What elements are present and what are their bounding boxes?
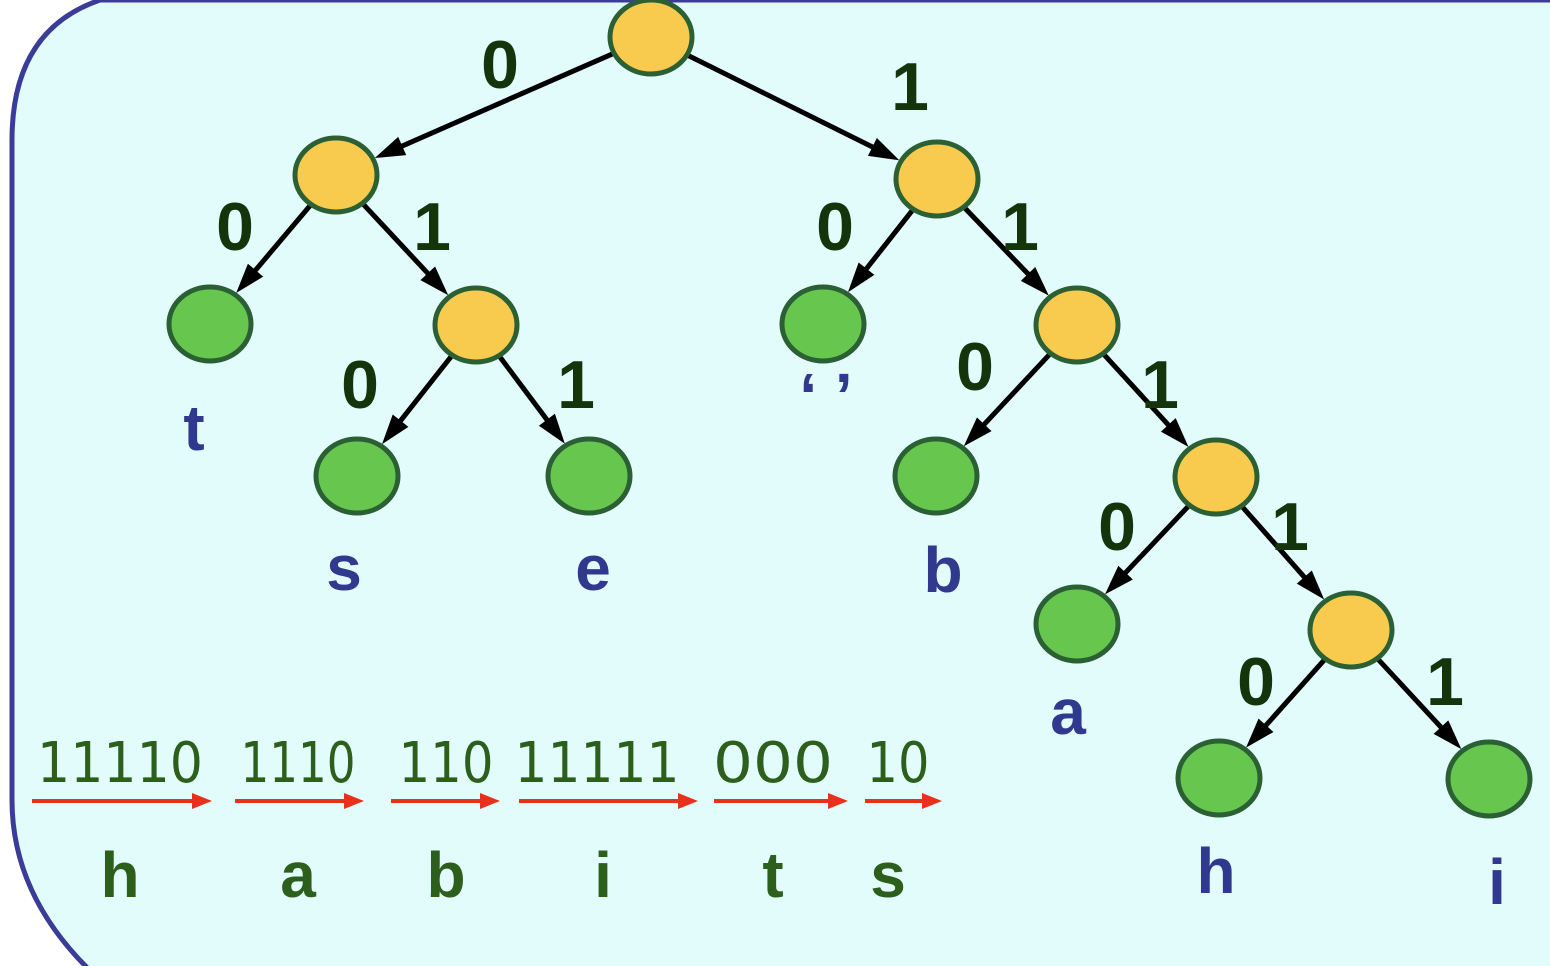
decoded-letter-0: h — [100, 839, 139, 911]
edge-arrowhead — [1020, 267, 1049, 296]
tree-edge — [962, 205, 1034, 280]
leaf-node-e — [545, 436, 633, 516]
code-segment-0: 11110 — [37, 731, 203, 796]
code-segment-2: 110 — [399, 731, 494, 796]
leaf-label-a: a — [1050, 676, 1086, 748]
edge-arrowhead — [236, 263, 264, 294]
leaf-labels: t s e ‘ ’ b a h i — [183, 360, 1506, 918]
decode-arrowhead-4 — [828, 793, 848, 809]
edge-arrowhead — [867, 137, 900, 161]
tree-edge — [1260, 657, 1328, 732]
edge-label-root-n1: 1 — [891, 49, 929, 125]
edge-arrowhead — [1160, 418, 1189, 447]
leaf-label-i: i — [1488, 846, 1506, 918]
decoded-message: 11110 h 1110 a 110 b 11111 i 000 t 10 s — [32, 731, 942, 911]
edge-arrowhead — [847, 262, 875, 293]
internal-node-n01 — [432, 285, 520, 365]
decoded-letter-4: t — [762, 839, 783, 911]
decode-arrowhead-3 — [678, 793, 698, 809]
tree-edge — [249, 202, 314, 277]
edge-label-n111-a: 0 — [1098, 489, 1136, 565]
tree-edge — [360, 201, 434, 280]
leaf-label-t: t — [183, 392, 204, 464]
leaf-node-i — [1445, 739, 1533, 819]
code-segment-4: 000 — [713, 731, 833, 796]
decode-arrowhead-0 — [192, 793, 212, 809]
tree-edge — [860, 207, 916, 275]
leaf-label-h: h — [1196, 835, 1235, 907]
tree-nodes — [166, 0, 1533, 819]
decode-arrowhead-1 — [344, 793, 364, 809]
tree-edge — [1375, 656, 1447, 734]
edge-arrowhead — [1246, 718, 1274, 748]
tree-edge — [496, 354, 553, 427]
tree-edge — [1101, 351, 1175, 431]
internal-node-n111 — [1172, 437, 1260, 517]
tree-edge — [978, 351, 1053, 431]
edge-arrowhead — [374, 136, 407, 159]
decode-arrowhead-5 — [922, 793, 942, 809]
leaf-node-t — [166, 284, 254, 364]
edge-label-n1111-i: 1 — [1426, 644, 1464, 720]
tree-edge — [395, 50, 616, 151]
edge-arrowhead — [420, 266, 449, 296]
edge-arrowhead — [963, 417, 992, 447]
edge-label-root-n0: 0 — [481, 27, 519, 103]
edge-label-n11-n111: 1 — [1141, 347, 1179, 423]
internal-node-n0 — [292, 135, 380, 215]
edge-arrowhead — [1296, 570, 1325, 600]
edge-label-n0-t: 0 — [216, 189, 254, 265]
leaf-node-h — [1175, 738, 1263, 818]
leaf-node-b — [892, 436, 980, 516]
edge-arrowhead — [538, 413, 565, 444]
decode-arrowhead-2 — [480, 793, 500, 809]
internal-node-n1 — [893, 139, 981, 219]
edge-label-n111-n1111: 1 — [1271, 489, 1309, 565]
leaf-label-e: e — [575, 532, 611, 604]
edge-arrowhead — [1433, 720, 1462, 750]
edge-label-n1-n11: 1 — [1001, 189, 1039, 265]
decoded-letter-5: s — [870, 839, 906, 911]
code-segment-5: 10 — [867, 731, 930, 796]
internal-node-n1111 — [1307, 590, 1395, 670]
tree-edge — [394, 353, 455, 427]
edge-label-n11-b: 0 — [956, 329, 994, 405]
edge-arrowhead — [382, 414, 409, 445]
decoded-letter-1: a — [280, 839, 316, 911]
decoded-letter-3: i — [594, 839, 612, 911]
leaf-node-space — [779, 284, 867, 364]
edge-label-n01-e: 1 — [557, 347, 595, 423]
tree-edge — [1239, 504, 1311, 584]
tree-edge — [1119, 503, 1192, 579]
leaf-node-s — [313, 436, 401, 516]
internal-node-n11 — [1033, 285, 1121, 365]
code-segment-1: 1110 — [241, 731, 356, 796]
leaf-node-a — [1033, 584, 1121, 664]
internal-node-root — [607, 0, 695, 77]
tree-edges — [236, 50, 1462, 750]
edge-arrowhead — [1104, 565, 1133, 595]
decoded-letter-2: b — [426, 839, 465, 911]
edge-label-n1-space: 0 — [816, 189, 854, 265]
rounded-frame — [9, 0, 1550, 966]
edge-label-n1111-h: 0 — [1237, 644, 1275, 720]
tree-edge — [685, 52, 879, 152]
leaf-label-b: b — [923, 534, 962, 606]
code-segment-3: 11111 — [515, 731, 680, 796]
edge-label-n0-n01: 1 — [413, 189, 451, 265]
leaf-label-s: s — [326, 532, 362, 604]
leaf-label-space: ‘ ’ — [799, 360, 852, 432]
edge-label-n01-s: 0 — [341, 347, 379, 423]
